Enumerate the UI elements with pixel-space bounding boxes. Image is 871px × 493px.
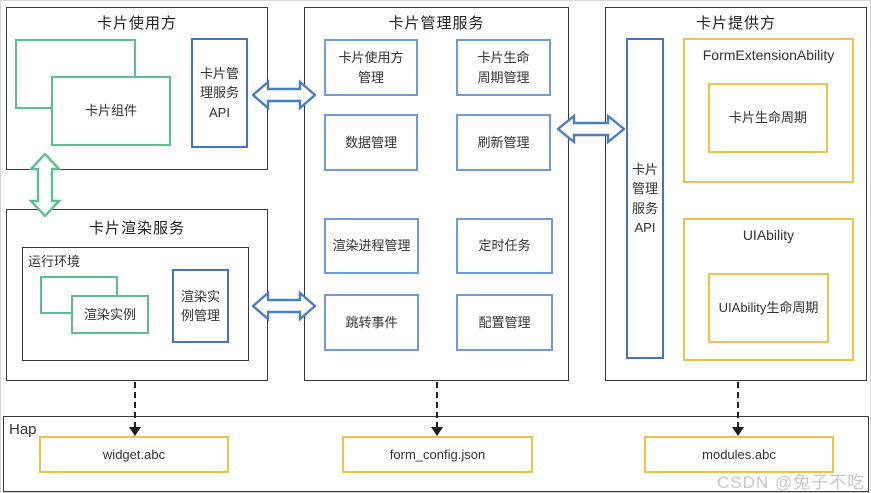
card-user-title: 卡片使用方: [96, 15, 177, 32]
manage-box-card-lifecycle-mgmt: 卡片生命 周期管理: [456, 39, 551, 96]
arrowhead-down-icon: [129, 427, 141, 436]
ui-ability-lifecycle-box: UIAbility生命周期: [708, 273, 829, 343]
bidirectional-arrow-render-manage-icon: [252, 290, 316, 322]
card-component-box: 卡片组件: [51, 76, 171, 146]
form-extension-ability-label: FormExtensionAbility: [702, 47, 835, 63]
render-instance-box: 渲染实例: [71, 295, 149, 334]
card-manage-service-title: 卡片管理服务: [388, 15, 485, 32]
bidirectional-arrow-user-manage-icon: [252, 79, 316, 111]
manage-box-jump-event: 跳转事件: [324, 294, 419, 351]
card-lifecycle-box: 卡片生命周期: [708, 83, 828, 153]
manage-box-data-mgmt: 数据管理: [324, 114, 418, 171]
csdn-watermark: CSDN @兔子不吃饭: [717, 473, 866, 492]
card-mgmt-api-box-user: 卡片管 理服务 API: [191, 38, 248, 148]
manage-box-refresh-mgmt: 刷新管理: [456, 114, 551, 171]
bidirectional-arrow-manage-provider-icon: [557, 113, 625, 145]
hap-file-form-config-json: form_config.json: [342, 436, 533, 473]
dashed-connector-render-to-widget: [134, 382, 136, 428]
ui-ability-label: UIAbility: [742, 227, 795, 243]
hap-file-modules-abc: modules.abc: [644, 436, 834, 473]
dashed-connector-provider-to-modules: [737, 382, 739, 428]
arrowhead-down-icon: [732, 427, 744, 436]
manage-box-config-mgmt: 配置管理: [456, 294, 553, 351]
card-mgmt-api-box-provider: 卡片 管理 服务 API: [626, 38, 664, 359]
card-render-service-title: 卡片渲染服务: [88, 220, 185, 237]
manage-box-timed-task: 定时任务: [456, 218, 553, 274]
hap-label: Hap: [9, 421, 37, 438]
manage-box-render-process-mgmt: 渲染进程管理: [324, 218, 419, 274]
bidirectional-arrow-user-render-icon: [28, 153, 62, 217]
dashed-connector-manage-to-formconfig: [436, 382, 438, 428]
runtime-env-label: 运行环境: [28, 254, 81, 269]
manage-box-card-user-mgmt: 卡片使用方 管理: [324, 39, 418, 96]
render-instance-mgmt-box: 渲染实 例管理: [172, 269, 229, 343]
arrowhead-down-icon: [431, 427, 443, 436]
hap-file-widget-abc: widget.abc: [39, 436, 229, 473]
card-provider-title: 卡片提供方: [695, 15, 776, 32]
